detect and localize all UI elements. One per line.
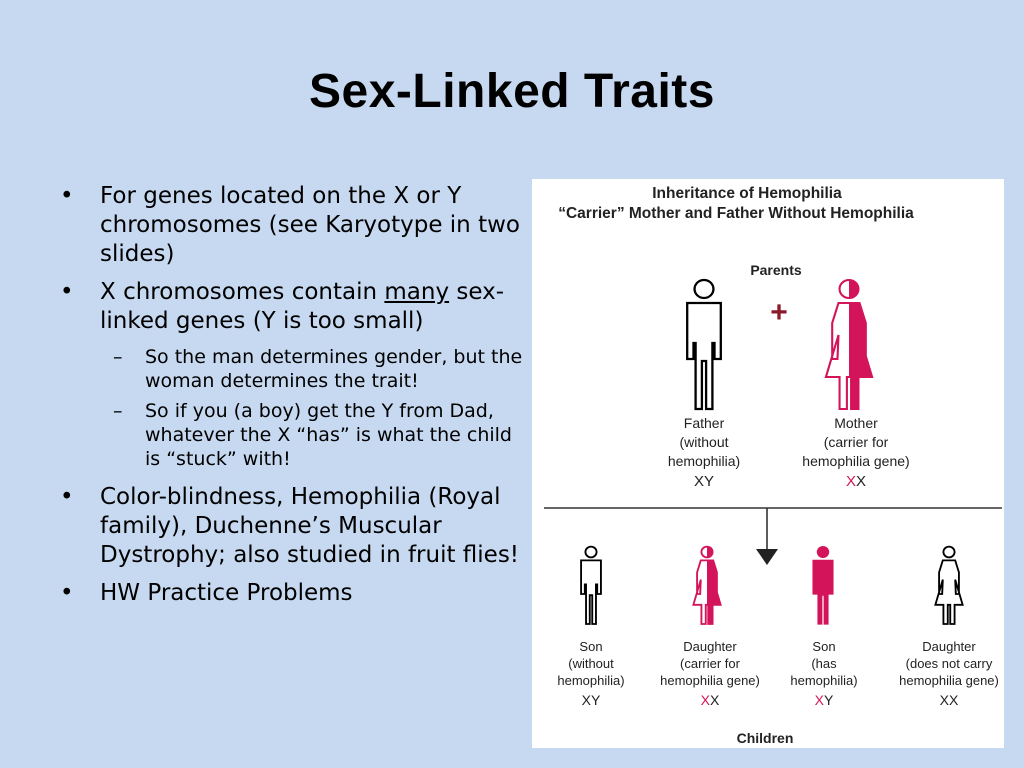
bullet-dot: • [60,580,74,606]
mother-genotype: XX [846,473,866,490]
father-label: Father [684,415,725,431]
sub-bullet-item: – So if you (a boy) get the Y from Dad, … [56,399,531,471]
mother-figure [824,278,874,411]
bullet-dot: • [60,279,74,305]
parents-label: Parents [750,262,802,278]
sub-bullet-dash: – [113,400,123,422]
daughter-carrier-figure [692,545,722,625]
bullet-text: For genes located on the X or Y chromoso… [100,183,520,267]
sub-bullet-text: So if you (a boy) get the Y from Dad, wh… [145,400,512,470]
child-desc: hemophilia gene) [899,673,999,688]
sub-bullet-item: – So the man determines gender, but the … [56,345,531,393]
child-genotype: XX [701,692,720,708]
child-desc: (does not carry [906,656,993,671]
plus-sign: + [770,296,788,329]
bullet-item: • For genes located on the X or Y chromo… [56,182,531,269]
child-genotype: XY [582,692,601,708]
child-label: Daughter [922,639,976,654]
arrow-head [756,549,778,565]
child-label: Son [579,639,602,654]
sub-bullet-text: So the man determines gender, but the wo… [145,346,523,392]
bullet-dot: • [60,183,74,209]
bullet-item: • X chromosomes contain many sex-linked … [56,278,531,336]
mother-desc: hemophilia gene) [802,453,909,469]
child-label: Daughter [683,639,737,654]
child-desc: (without [568,656,614,671]
underlined-word: many [384,279,450,305]
sub-bullet-dash: – [113,346,123,368]
mother-desc: (carrier for [824,434,889,450]
bullet-item: • HW Practice Problems [56,579,531,608]
child-desc: hemophilia) [790,673,857,688]
child-desc: (carrier for [680,656,741,671]
son-affected-figure [812,545,834,625]
child-genotype: XX [940,692,959,708]
father-desc: (without [679,434,728,450]
child-desc: hemophilia) [557,673,624,688]
father-figure [686,278,722,411]
children-label: Children [737,730,794,746]
father-genotype: XY [694,473,714,490]
slide-title: Sex-Linked Traits [309,65,715,118]
bullet-text: Color-blindness, Hemophilia (Royal famil… [100,484,520,568]
bullet-text: HW Practice Problems [100,580,353,606]
child-genotype: XY [815,692,834,708]
child-label: Son [812,639,835,654]
daughter-noncarrier-figure [934,545,964,625]
bullet-list: • For genes located on the X or Y chromo… [56,182,531,617]
mother-label: Mother [834,415,878,431]
diagram-title: Inheritance of Hemophilia [652,185,842,202]
child-desc: hemophilia gene) [660,673,760,688]
bullet-text: X chromosomes contain many sex-linked ge… [100,279,505,334]
child-desc: (has [811,656,837,671]
bullet-item: • Color-blindness, Hemophilia (Royal fam… [56,483,531,570]
diagram-subtitle: “Carrier” Mother and Father Without Hemo… [558,205,914,222]
hemophilia-inheritance-diagram: Inheritance of Hemophilia “Carrier” Moth… [532,179,1004,748]
son-unaffected-figure [580,545,602,625]
bullet-dot: • [60,484,74,510]
father-desc: hemophilia) [668,453,740,469]
